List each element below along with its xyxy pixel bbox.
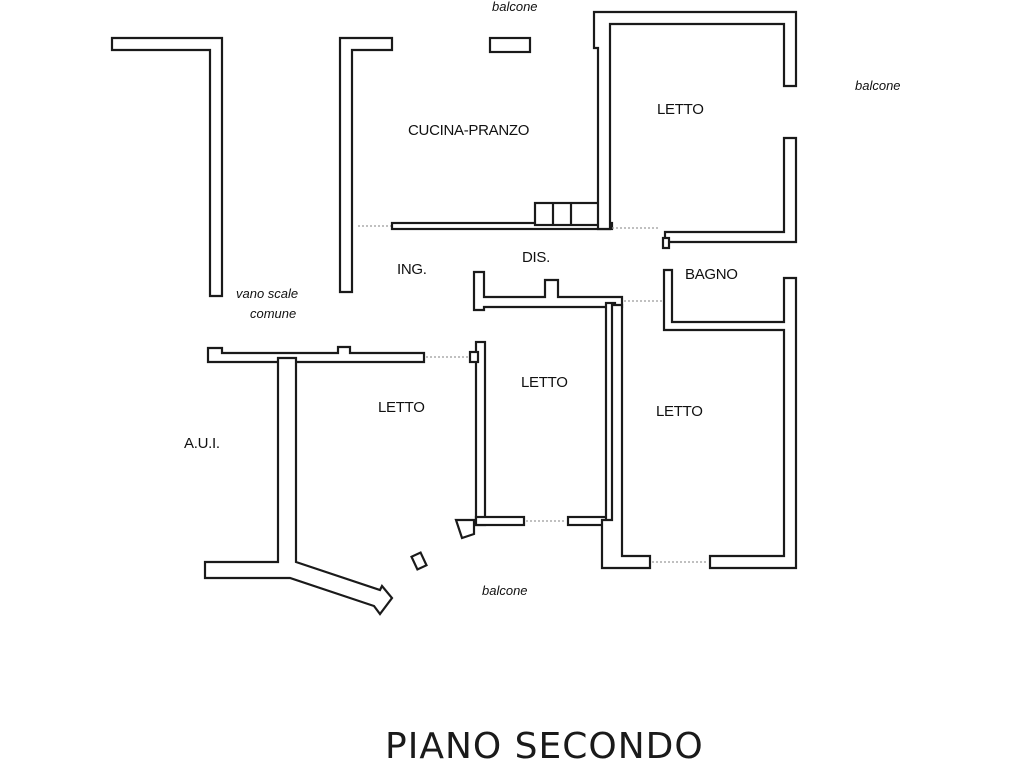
kitchen-label: CUCINA-PRANZO <box>408 122 529 139</box>
bedroom-sw-walls <box>203 345 480 616</box>
balcony-bottom-label: balcone <box>482 583 528 598</box>
bedroom-se-label: LETTO <box>656 403 703 420</box>
aui-label: A.U.I. <box>184 435 220 452</box>
stairwell-label-line1: vano scale <box>236 286 298 301</box>
window-block-top <box>488 36 532 54</box>
stairwell-label-line2: comune <box>250 306 296 321</box>
bedroom-center-walls <box>474 301 617 527</box>
page-title: PIANO SECONDO <box>385 726 704 767</box>
bedroom-sw-label: LETTO <box>378 399 425 416</box>
bathroom-walls <box>662 268 798 570</box>
hall-walls <box>472 270 662 312</box>
kitchen-south-wall <box>390 201 614 231</box>
bedroom-ne-label: LETTO <box>657 101 704 118</box>
kitchen-west-wall <box>338 36 394 294</box>
bedroom-center-label: LETTO <box>521 374 568 391</box>
entrance-label: ING. <box>397 261 427 278</box>
stairwell-wall <box>110 36 224 298</box>
hall-label: DIS. <box>522 249 550 266</box>
bathroom-label: BAGNO <box>685 266 738 283</box>
balcony-top-label: balcone <box>492 0 538 14</box>
balcony-right-label: balcone <box>855 78 901 93</box>
bedroom-se-walls <box>600 303 708 570</box>
bedroom-ne-walls <box>592 10 798 250</box>
